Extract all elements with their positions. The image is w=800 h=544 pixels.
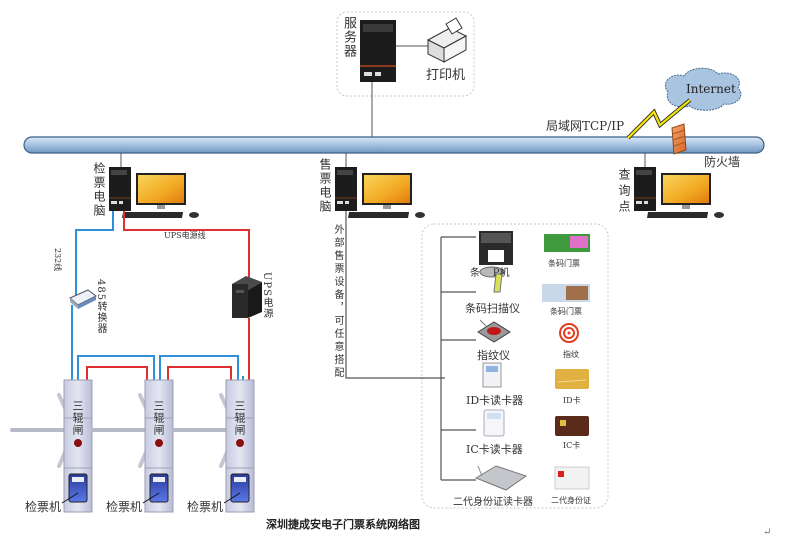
fingerprint-icon: [559, 323, 579, 343]
ticket-reader-label: 检票机: [106, 500, 143, 514]
device-label-scanner: 条码扫描仪: [465, 302, 520, 315]
check-pc-icon: [108, 166, 200, 219]
lan-bus: [23, 136, 765, 154]
ticket-reader-label: 检票机: [25, 500, 62, 514]
gate-indicator-icon: [236, 439, 244, 447]
id-card-2nd-gen-icon: [554, 466, 590, 490]
ups-power-cable: [123, 211, 250, 278]
printer-label: 打印机: [426, 68, 466, 83]
query-pc-icon: [633, 166, 725, 219]
barcode-printer-icon: [479, 231, 513, 265]
barcode-scanner-icon: [479, 266, 505, 293]
gate-label: 三辊闸: [152, 400, 165, 436]
device-label-ic-reader: IC卡读卡器: [466, 443, 523, 456]
server-icon: [360, 20, 396, 82]
media-label-fingerprint: 指纹: [563, 350, 579, 359]
internet-cloud-icon: [664, 67, 742, 111]
barcode-ticket-2-icon: [542, 284, 590, 302]
rs232-label: 232线: [53, 248, 62, 272]
external-devices-note: 外部售票设备，可任意搭配: [332, 224, 343, 380]
diagram-title: 深圳捷成安电子门票系统网络图: [266, 518, 420, 531]
server-group-frame: [336, 11, 475, 97]
rs485-converter-icon: [69, 289, 97, 309]
firewall-icon: [671, 123, 687, 155]
printer-icon: [426, 17, 468, 63]
ticket-reader-label: 检票机: [187, 500, 224, 514]
id-card-reader-icon: [482, 362, 502, 388]
lan-label: 局域网TCP/IP: [546, 119, 625, 133]
barcode-ticket-icon: [544, 234, 590, 252]
ic-card-icon: [555, 416, 589, 436]
media-label-ic-card: IC卡: [563, 441, 581, 450]
device-label-fingerprint: 指纹仪: [477, 349, 510, 362]
rs232-cable: [75, 211, 114, 295]
gate-indicator-icon: [155, 439, 163, 447]
converter-label: 485转换器: [93, 279, 107, 338]
ups-cable-label: UPS电源线: [164, 231, 206, 240]
id-card-icon: [555, 369, 589, 389]
converter-label-text: 485转换器: [95, 279, 106, 335]
device-label-id-reader: ID卡读卡器: [466, 394, 524, 407]
turnstile-1: [10, 379, 93, 513]
gate-label: 三辊闸: [233, 400, 246, 436]
external-devices-frame: [421, 223, 609, 509]
media-label-ticket-2: 条码门票: [550, 307, 582, 316]
id-card-reader-2nd-gen-icon: [474, 465, 528, 491]
paragraph-mark: ↵: [763, 527, 772, 538]
gate-label: 三辊闸: [71, 400, 84, 436]
server-label: 服务器: [341, 16, 356, 58]
query-pc-label: 查询点: [617, 168, 631, 216]
gate-indicator-icon: [74, 439, 82, 447]
ups-label: UPS电源: [261, 272, 272, 320]
media-label-id-card-2nd: 二代身份证: [551, 496, 591, 505]
media-label-ticket-1: 条码门票: [548, 259, 580, 268]
device-label-idcard-reader: 二代身份证读卡器: [453, 497, 533, 508]
firewall-label: 防火墙: [704, 155, 741, 169]
turnstile-2: [91, 379, 174, 513]
internet-label: Internet: [686, 82, 736, 96]
media-label-id-card: ID卡: [563, 396, 581, 405]
turnstile-3: [172, 379, 255, 513]
device-label-barcode-printer: 条 P机: [470, 268, 510, 279]
sale-pc-icon: [334, 166, 426, 219]
ic-card-reader-icon: [483, 409, 505, 437]
ups-icon: [232, 276, 262, 318]
check-pc-label: 检票电脑: [92, 162, 106, 218]
fingerprint-reader-icon: [477, 319, 511, 343]
sale-pc-label: 售票电脑: [318, 158, 332, 214]
